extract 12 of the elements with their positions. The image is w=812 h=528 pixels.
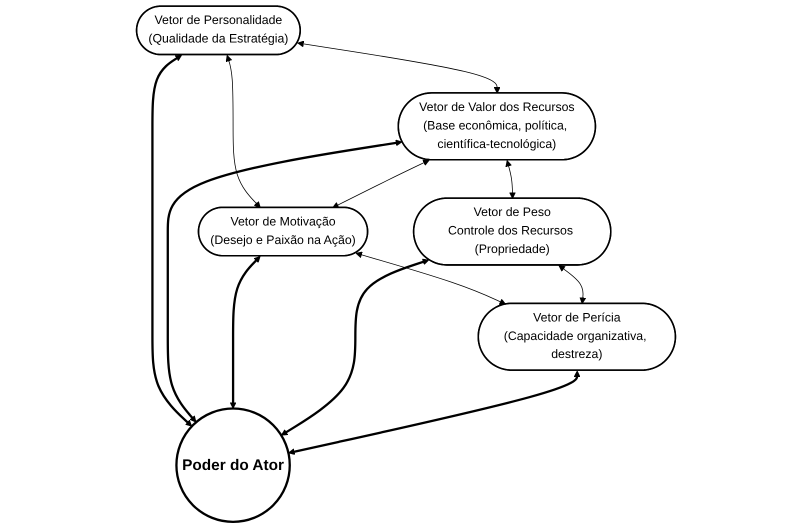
arrow (151, 54, 192, 427)
arrow (558, 265, 586, 304)
arrow (280, 258, 430, 436)
arrow (332, 160, 430, 208)
arrow (288, 370, 580, 455)
node-circle: Poder do Ator (175, 407, 291, 523)
arrow (505, 160, 516, 199)
arrow (226, 54, 261, 208)
arrow (230, 256, 261, 409)
arrow (355, 252, 506, 305)
arrow (297, 40, 500, 94)
arrow (166, 140, 402, 423)
